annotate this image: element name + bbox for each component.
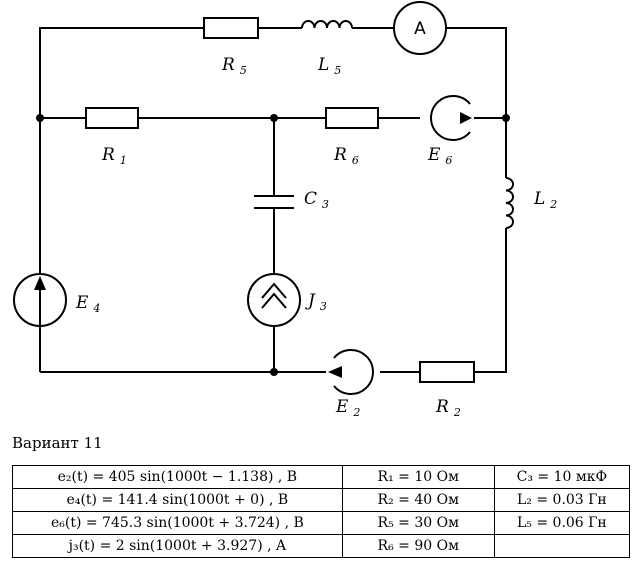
resistor-r6: [325, 107, 379, 129]
ammeter-label: A: [414, 19, 426, 39]
table-cell: e₆(t) = 745.3 sin(1000t + 3.724) , B: [12, 511, 343, 535]
source-e6: [430, 95, 472, 141]
ammeter: [393, 1, 447, 55]
table-row: e₂(t) = 405 sin(1000t − 1.138) , B R₁ = …: [12, 465, 631, 489]
table-cell: R₂ = 40 Ом: [341, 488, 495, 512]
capacitor-c3: [254, 195, 294, 209]
resistor-r1: [85, 107, 139, 129]
table-cell: L₂ = 0.03 Гн: [493, 488, 631, 512]
table-cell: R₅ = 30 Ом: [341, 511, 495, 535]
table-cell: j₃(t) = 2 sin(1000t + 3.927) , A: [12, 534, 343, 558]
table-cell: e₄(t) = 141.4 sin(1000t + 0) , B: [12, 488, 343, 512]
current-source-j3: [247, 273, 301, 327]
node-top-left: [36, 114, 44, 122]
inductor-l5: [301, 20, 353, 29]
table-row: e₄(t) = 141.4 sin(1000t + 0) , B R₂ = 40…: [12, 488, 631, 512]
wire-right: [474, 118, 507, 373]
table-cell: C₃ = 10 мкФ: [493, 465, 631, 489]
node-top-right: [502, 114, 510, 122]
node-center-bottom: [270, 368, 278, 376]
resistor-r2: [419, 361, 475, 383]
table-cell: e₂(t) = 405 sin(1000t − 1.138) , B: [12, 465, 343, 489]
resistor-r5: [203, 17, 259, 39]
table-cell: L₅ = 0.06 Гн: [493, 511, 631, 535]
node-center-top: [270, 114, 278, 122]
table-row: e₆(t) = 745.3 sin(1000t + 3.724) , B R₅ …: [12, 511, 631, 535]
variant-label: Вариант 11: [12, 434, 103, 452]
table-cell: R₁ = 10 Ом: [341, 465, 495, 489]
wire-top: [39, 27, 507, 118]
source-e4: [13, 273, 67, 327]
inductor-l2: [505, 177, 514, 229]
parameters-table: e₂(t) = 405 sin(1000t − 1.138) , B R₁ = …: [12, 465, 631, 558]
table-cell: [493, 534, 631, 558]
table-cell: R₆ = 90 Ом: [341, 534, 495, 558]
table-row: j₃(t) = 2 sin(1000t + 3.927) , A R₆ = 90…: [12, 534, 631, 558]
source-e2: [328, 349, 374, 395]
